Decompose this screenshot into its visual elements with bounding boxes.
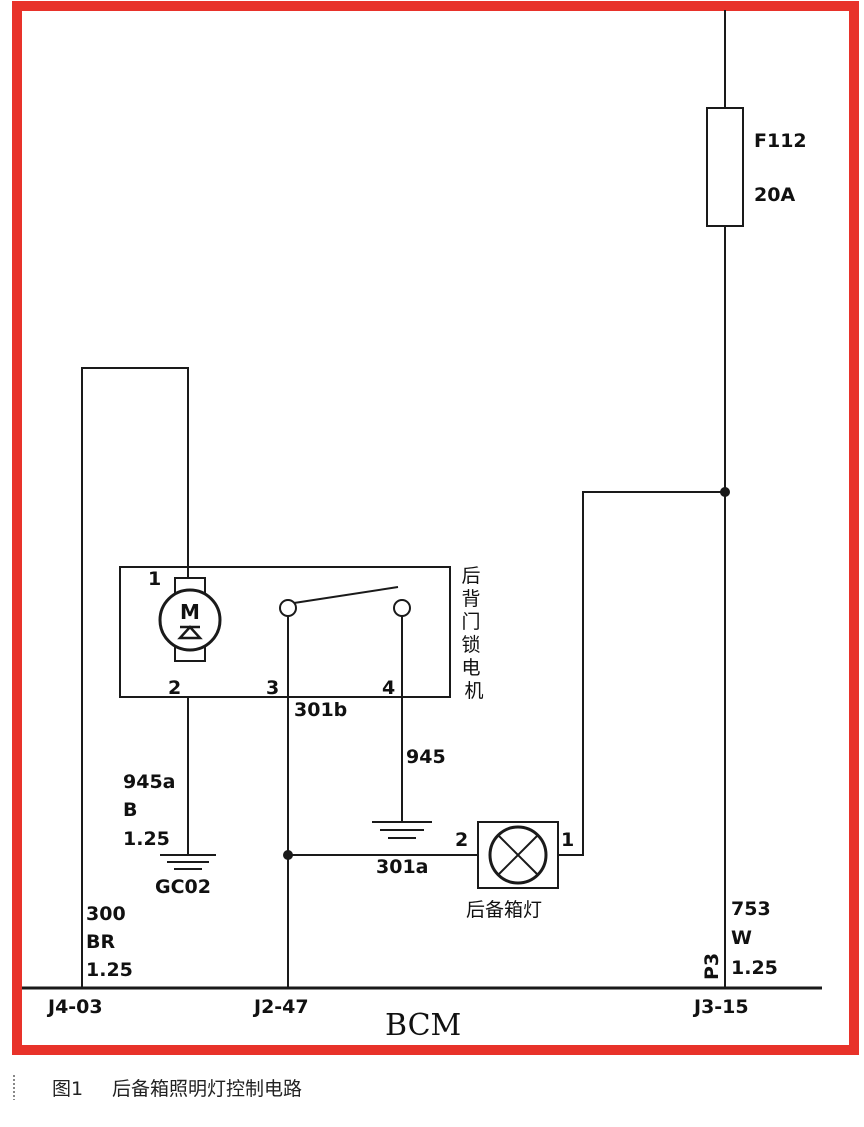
switch-contact-3 bbox=[279, 599, 297, 617]
ground-945-icon bbox=[372, 821, 432, 839]
motor-name-label: 后 背 门 锁 电 机 bbox=[461, 565, 486, 702]
motor-pin-1: 1 bbox=[148, 568, 161, 590]
fuse-rating-label: 20A bbox=[754, 184, 795, 206]
wire-945a-size: 1.25 bbox=[123, 828, 170, 850]
motor-symbol: M bbox=[180, 600, 200, 624]
bcm-pin-middle: J2-47 bbox=[252, 996, 309, 1018]
trunk-lamp: 2 1 后备箱灯 bbox=[455, 821, 574, 921]
motor-pin-2: 2 bbox=[168, 677, 181, 699]
wire-301a-code: 301a bbox=[376, 856, 428, 878]
motor-icon bbox=[158, 588, 222, 652]
switch-contact-4 bbox=[393, 599, 411, 617]
wire-945a-code: 945a bbox=[123, 771, 175, 793]
wire-301b-code: 301b bbox=[294, 699, 347, 721]
bcm-pin-left: J4-03 bbox=[46, 996, 103, 1018]
lamp-pin-right: 1 bbox=[561, 829, 574, 851]
motor-pin-3: 3 bbox=[266, 677, 279, 699]
caption-figure-number: 图1 bbox=[52, 1078, 83, 1100]
ground-name-label: GC02 bbox=[155, 876, 211, 898]
wire-753-code: 753 bbox=[731, 898, 771, 920]
lamp-name-label: 后备箱灯 bbox=[466, 899, 542, 921]
rear-door-lock-motor: M 1 2 3 4 后 背 门 锁 电 机 bbox=[119, 565, 486, 702]
fuse-name-label: F112 bbox=[754, 130, 807, 152]
diagram-frame bbox=[12, 1, 859, 1055]
caption-title: 后备箱照明灯控制电路 bbox=[112, 1078, 302, 1100]
switch-arm bbox=[293, 586, 399, 604]
wire-fuse-to-lamp bbox=[558, 491, 725, 856]
lamp-pin-left: 2 bbox=[455, 829, 468, 851]
wire-300-size: 1.25 bbox=[86, 959, 133, 981]
wire-945a-color: B bbox=[123, 799, 137, 821]
wire-300-color: BR bbox=[86, 931, 115, 953]
bcm-connector-label: P3 bbox=[701, 953, 723, 980]
fuse-f112: F112 20A bbox=[706, 10, 807, 988]
wire-753-color: W bbox=[731, 927, 752, 949]
ground-gc02-icon bbox=[160, 854, 216, 870]
motor-pin-4: 4 bbox=[382, 677, 395, 699]
wire-753-size: 1.25 bbox=[731, 957, 778, 979]
wire-300-code: 300 bbox=[86, 903, 126, 925]
bcm-name-label: BCM bbox=[385, 1008, 461, 1043]
wire-300 bbox=[81, 367, 189, 988]
wire-945-code: 945 bbox=[406, 746, 446, 768]
bcm-pin-right: J3-15 bbox=[692, 996, 749, 1018]
motor-diode-icon bbox=[177, 625, 203, 640]
